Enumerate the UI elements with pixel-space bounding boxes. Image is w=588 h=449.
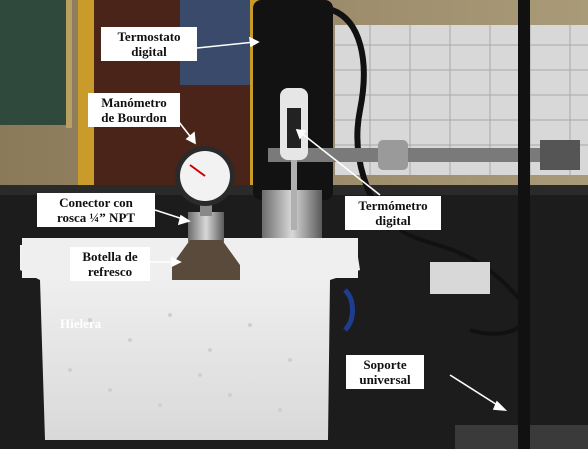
label-conector-line1: Conector con: [59, 195, 133, 210]
label-termometro-line1: Termómetro: [358, 198, 428, 213]
label-termostato-line1: Termostato: [117, 29, 181, 44]
label-soporte-line1: Soporte: [363, 357, 407, 372]
label-hielera: Hielera: [60, 316, 102, 331]
label-termometro: Termómetro digital: [345, 196, 441, 230]
label-manometro-line2: de Bourdon: [101, 110, 167, 125]
label-soporte-line2: universal: [359, 372, 411, 387]
label-botella: Botella de refresco: [70, 247, 150, 281]
label-termometro-line2: digital: [375, 213, 411, 228]
door-frame: [78, 0, 94, 200]
label-manometro: Manómetro de Bourdon: [88, 93, 180, 127]
stand-rod: [518, 0, 530, 449]
clamp-arm: [268, 148, 568, 162]
cooler: [20, 238, 360, 440]
label-conector-line2: rosca ¼” NPT: [56, 210, 136, 225]
soda-bottle: [172, 240, 240, 280]
power-strip: [430, 262, 490, 294]
label-botella-line2: refresco: [87, 264, 133, 279]
label-manometro-line1: Manómetro: [101, 95, 167, 110]
label-termostato: Termostato digital: [101, 27, 197, 61]
label-soporte: Soporte universal: [346, 355, 424, 389]
label-botella-line1: Botella de: [82, 249, 138, 264]
label-conector: Conector con rosca ¼” NPT: [37, 193, 155, 227]
label-termostato-line2: digital: [131, 44, 167, 59]
cooler-strap: [343, 288, 355, 332]
npt-connector: [188, 212, 224, 242]
chalkboard: [0, 0, 70, 125]
label-arrows: [150, 36, 508, 411]
